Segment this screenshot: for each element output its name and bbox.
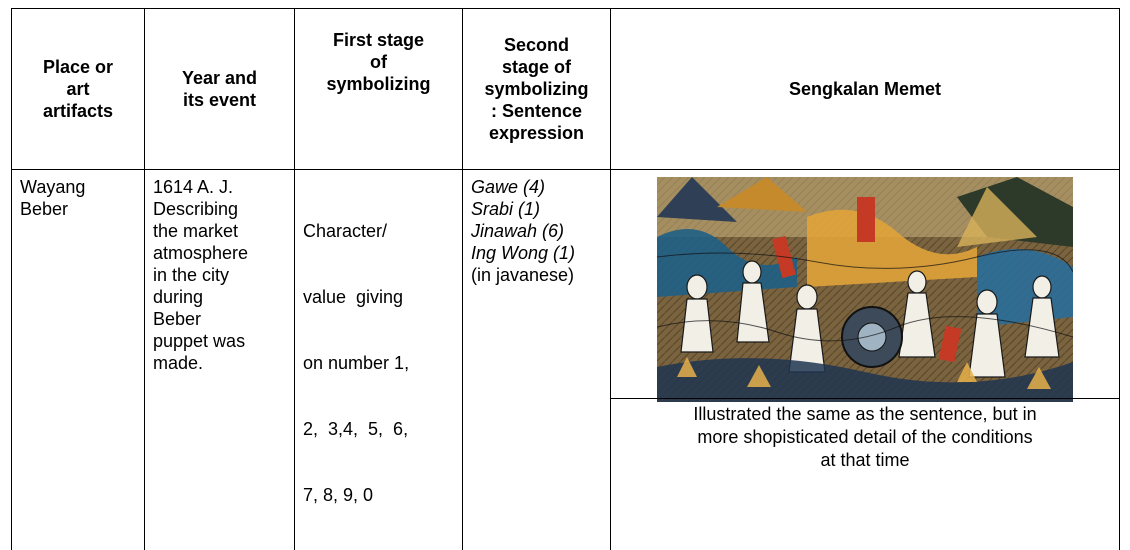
cell-second-italic-line: Gawe (4) [471,176,602,198]
cell-year-line: during [153,286,286,308]
header-year: Year and its event [145,9,295,170]
caption-line: more shopisticated detail of the conditi… [621,426,1109,449]
cell-first-line: 7, 8, 9, 0 [303,484,454,506]
cell-year-line: in the city [153,264,286,286]
wayang-beber-painting [657,177,1073,402]
cell-year: 1614 A. J. Describing the market atmosph… [145,170,295,550]
header-first-stage: First stage of symbolizing [295,9,463,170]
cell-first-line: on number 1, [303,352,454,374]
header-year-line: its event [145,89,294,111]
header-first-line: of [295,51,462,73]
header-sengkalan: Sengkalan Memet [611,9,1120,170]
cell-second-italic-line: Jinawah (6) [471,220,602,242]
header-place: Place or art artifacts [12,9,145,170]
cell-year-line: 1614 A. J. [153,176,286,198]
header-second-line: : Sentence [463,100,610,122]
cell-first-line: value giving [303,286,454,308]
cell-second-italic-line: Srabi (1) [471,198,602,220]
cell-second-italic-line: Ing Wong (1) [471,242,602,264]
cell-year-line: puppet was [153,330,286,352]
header-second-line: stage of [463,56,610,78]
header-first-line: symbolizing [295,73,462,95]
header-place-line: artifacts [12,100,144,122]
cell-first-line: Character/ [303,220,454,242]
header-first-line: First stage [295,29,462,51]
caption-line: Illustrated the same as the sentence, bu… [621,403,1109,426]
artwork-frame [611,170,1119,403]
cell-place-line: Wayang [20,176,136,198]
cell-year-line: Describing [153,198,286,220]
cell-year-line: made. [153,352,286,374]
header-second-stage: Second stage of symbolizing : Sentence e… [463,9,611,170]
cell-first-stage: Character/ value giving on number 1, 2, … [295,170,463,550]
header-year-line: Year and [145,67,294,89]
cell-year-line: atmosphere [153,242,286,264]
cell-year-line: the market [153,220,286,242]
cell-place: Wayang Beber [12,170,145,550]
cell-year-line: Beber [153,308,286,330]
caption-line: at that time [621,449,1109,472]
header-second-line: expression [463,122,610,144]
table-header-row: Place or art artifacts Year and its even… [12,9,1120,170]
cell-place-line: Beber [20,198,136,220]
header-sengkalan-label: Sengkalan Memet [789,79,941,99]
cell-first-line: 2, 3,4, 5, 6, [303,418,454,440]
table-row: Wayang Beber 1614 A. J. Describing the m… [12,170,1120,550]
header-second-line: symbolizing [463,78,610,100]
cell-sengkalan: Illustrated the same as the sentence, bu… [611,170,1120,550]
header-second-line: Second [463,34,610,56]
cell-second-stage: Gawe (4) Srabi (1) Jinawah (6) Ing Wong … [463,170,611,550]
header-place-line: Place or [12,56,144,78]
artwork-caption: Illustrated the same as the sentence, bu… [611,398,1119,472]
sengkalan-table: Place or art artifacts Year and its even… [11,8,1120,550]
cell-second-plain-line: (in javanese) [471,264,602,286]
header-place-line: art [12,78,144,100]
